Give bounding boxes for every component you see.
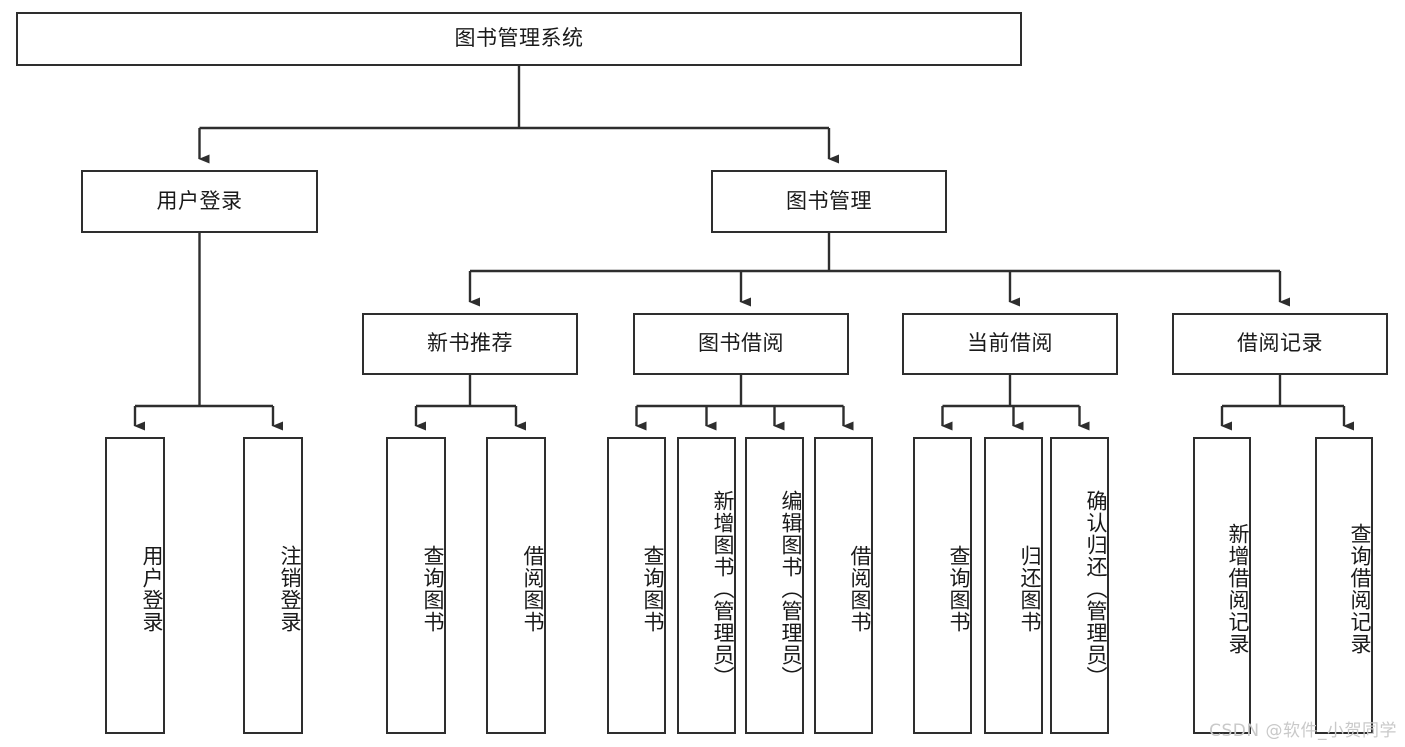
node-leaf-edit-book[interactable]: 编辑图书（管理员） (745, 437, 804, 734)
node-leaf-return-book-label: 归还图书 (1018, 544, 1042, 633)
node-leaf-add-book[interactable]: 新增图书（管理员） (677, 437, 736, 734)
node-root-label: 图书管理系统 (454, 26, 584, 51)
node-leaf-confirm-return[interactable]: 确认归还（管理员） (1050, 437, 1109, 734)
node-leaf-return-book[interactable]: 归还图书 (984, 437, 1043, 734)
node-leaf-query-borrow-record-label: 查询借阅记录 (1348, 522, 1372, 655)
node-current-borrow[interactable]: 当前借阅 (902, 313, 1118, 375)
node-leaf-query-book-recommend[interactable]: 查询图书 (386, 437, 446, 734)
node-user-login-label: 用户登录 (156, 188, 243, 213)
node-borrow-record[interactable]: 借阅记录 (1172, 313, 1388, 375)
node-borrow-record-label: 借阅记录 (1237, 331, 1323, 356)
node-current-borrow-label: 当前借阅 (967, 331, 1053, 356)
node-leaf-query-book-recommend-label: 查询图书 (421, 544, 445, 633)
node-book-management-label: 图书管理 (786, 188, 872, 213)
node-leaf-add-borrow-record-label: 新增借阅记录 (1226, 522, 1250, 655)
node-book-borrow-label: 图书借阅 (698, 331, 784, 356)
watermark: CSDN @软件_小贺同学 (1209, 721, 1397, 741)
node-leaf-user-login-label: 用户登录 (140, 544, 164, 633)
node-user-login[interactable]: 用户登录 (81, 170, 318, 233)
node-leaf-query-book-current[interactable]: 查询图书 (913, 437, 972, 734)
node-leaf-add-book-label: 新增图书（管理员） (711, 489, 735, 688)
node-new-book-recommend[interactable]: 新书推荐 (362, 313, 578, 375)
node-leaf-query-book-current-label: 查询图书 (947, 544, 971, 633)
node-leaf-query-book-borrow-label: 查询图书 (641, 544, 665, 633)
node-new-book-recommend-label: 新书推荐 (427, 331, 513, 356)
node-leaf-query-borrow-record[interactable]: 查询借阅记录 (1315, 437, 1373, 734)
node-leaf-user-logout[interactable]: 注销登录 (243, 437, 303, 734)
node-leaf-edit-book-label: 编辑图书（管理员） (779, 489, 803, 688)
node-book-management[interactable]: 图书管理 (711, 170, 947, 233)
node-leaf-query-book-borrow[interactable]: 查询图书 (607, 437, 666, 734)
node-book-borrow[interactable]: 图书借阅 (633, 313, 849, 375)
node-leaf-borrow-book-recommend[interactable]: 借阅图书 (486, 437, 546, 734)
node-leaf-add-borrow-record[interactable]: 新增借阅记录 (1193, 437, 1251, 734)
node-leaf-borrow-book[interactable]: 借阅图书 (814, 437, 873, 734)
node-leaf-borrow-book-recommend-label: 借阅图书 (521, 544, 545, 633)
node-root[interactable]: 图书管理系统 (16, 12, 1022, 66)
node-leaf-borrow-book-label: 借阅图书 (848, 544, 872, 633)
node-leaf-user-logout-label: 注销登录 (278, 544, 302, 633)
node-leaf-user-login[interactable]: 用户登录 (105, 437, 165, 734)
node-leaf-confirm-return-label: 确认归还（管理员） (1084, 489, 1108, 688)
